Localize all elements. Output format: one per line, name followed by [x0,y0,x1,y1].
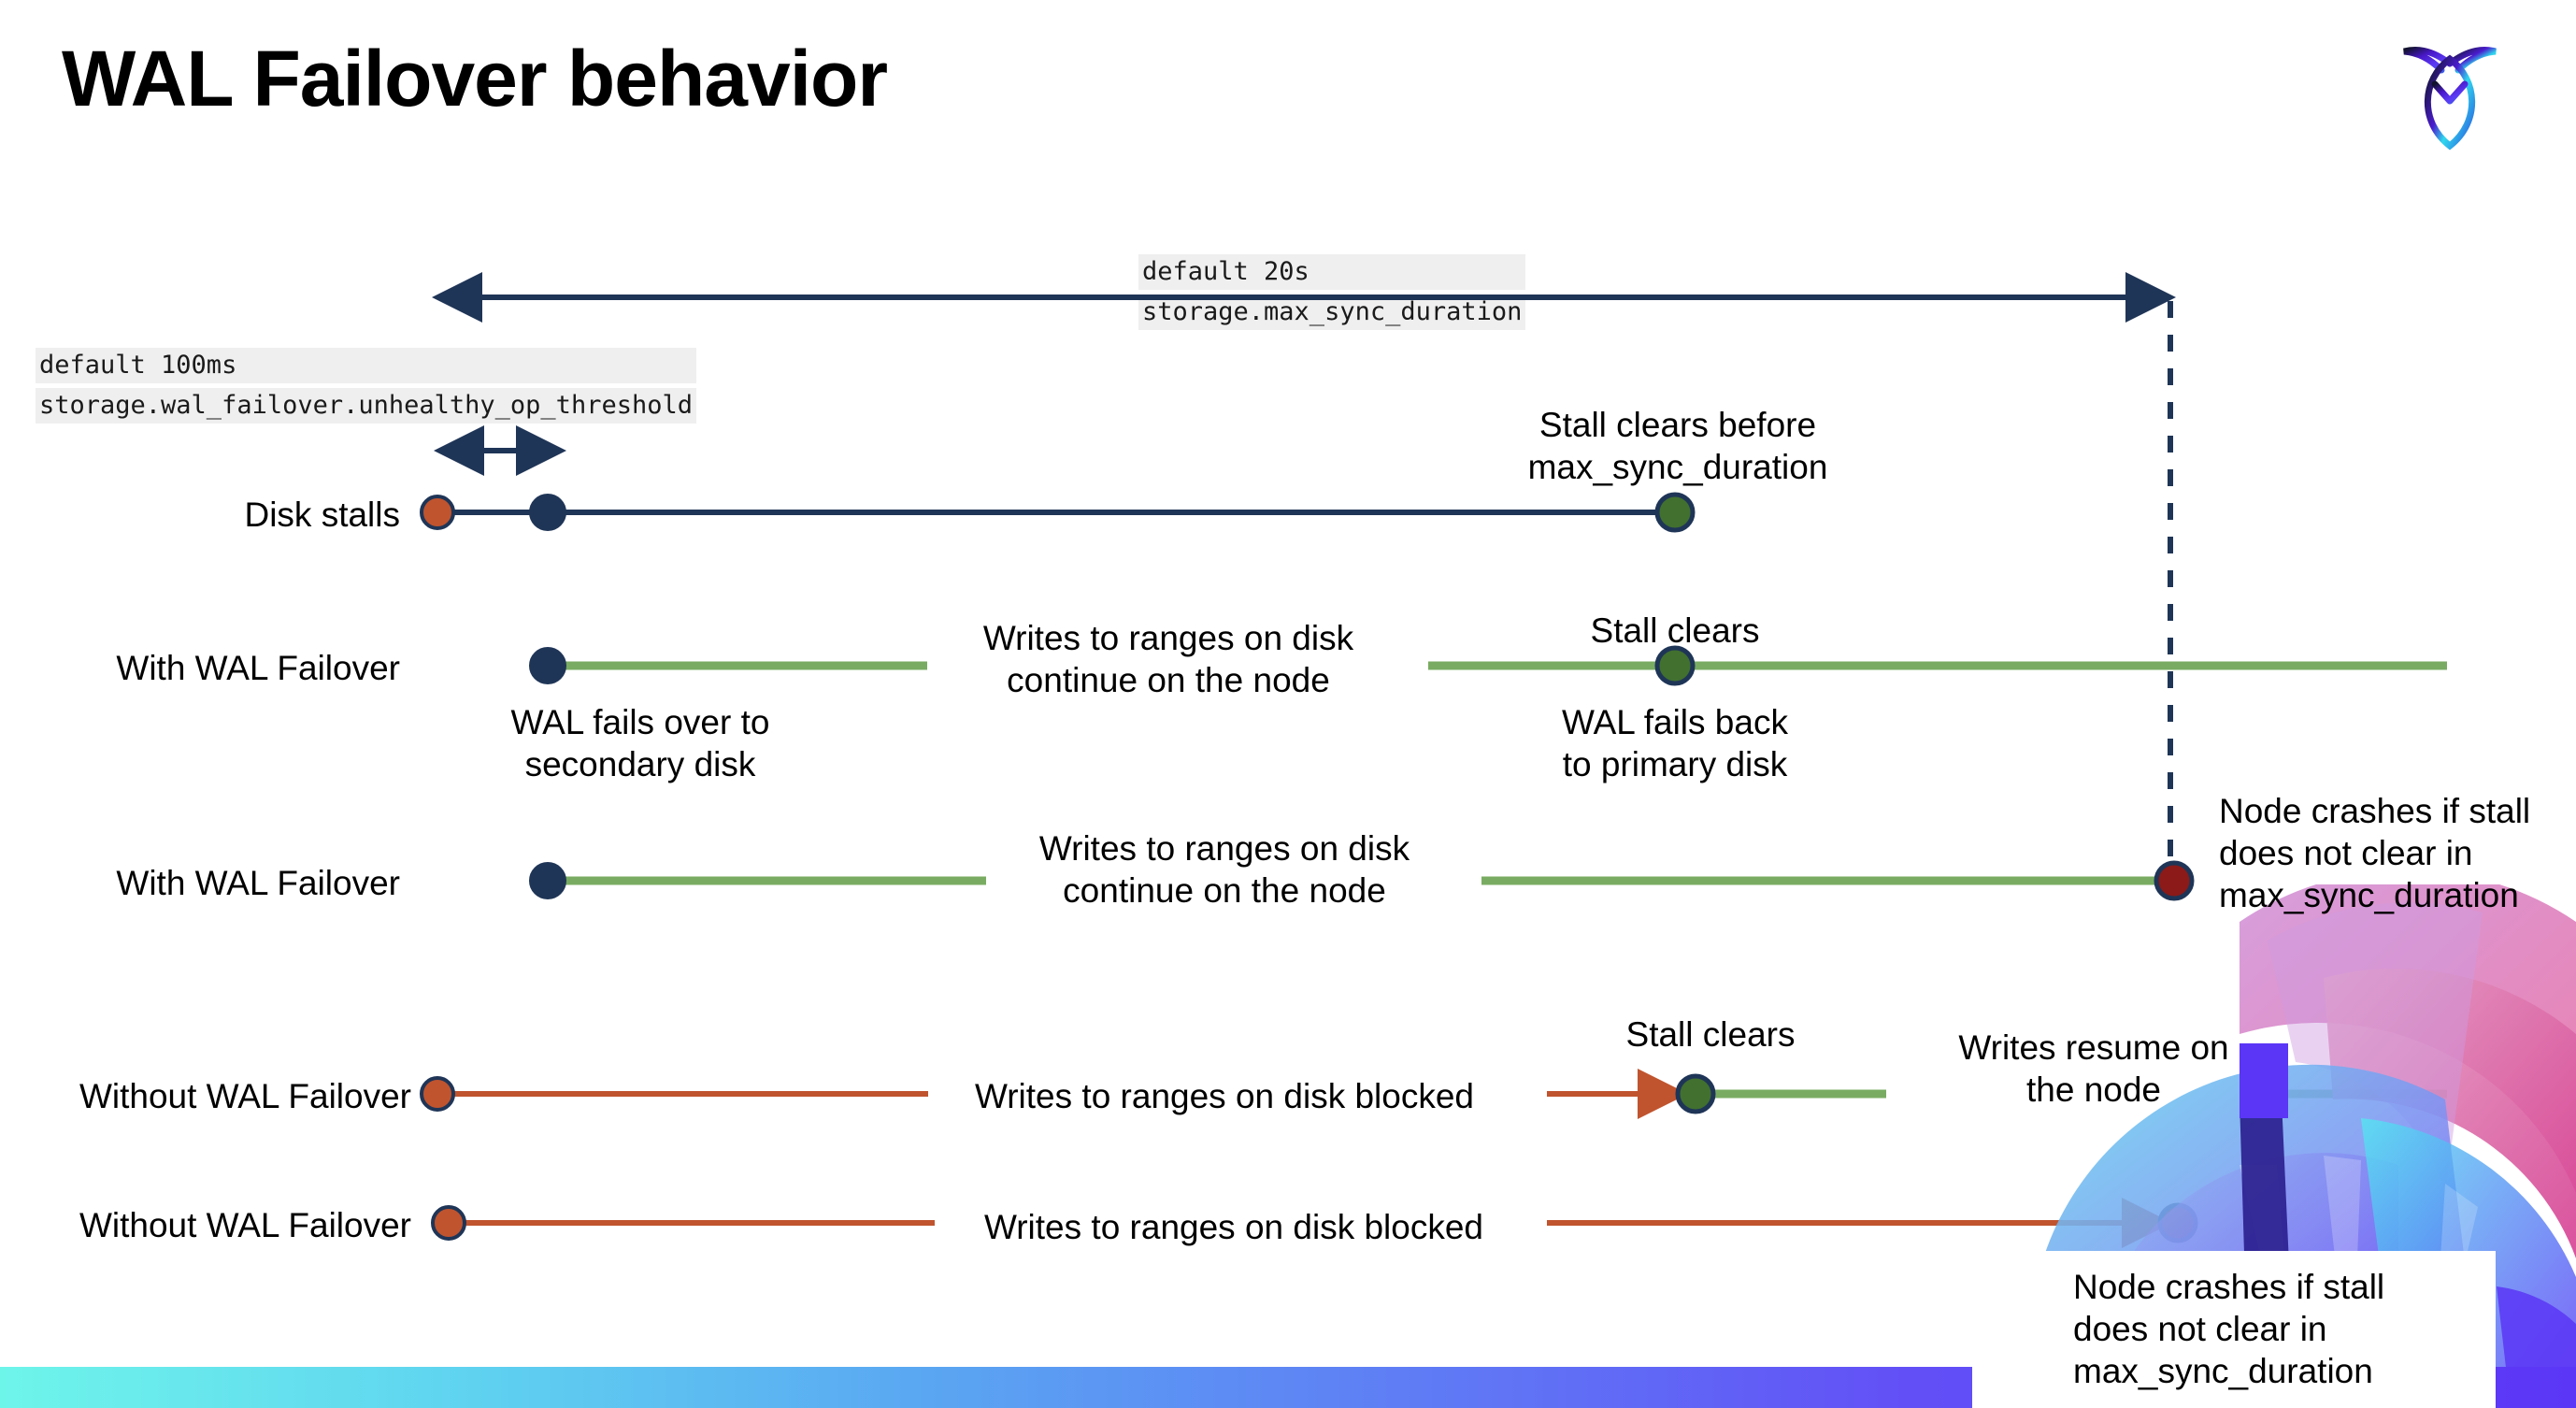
writes-resume-line-2: the node [2025,1070,2162,1110]
node-crash-line-3: max_sync_duration [2219,876,2519,915]
cockroachdb-logo-icon [2389,28,2511,159]
row-label-with-wal-failover-2: With WAL Failover [116,864,400,902]
node-crash-callout-text: Node crashes if stall does not clear in … [2073,1266,2384,1392]
node-crash2-line-2: does not clear in [2073,1310,2327,1349]
note-writes-resume: Writes resume on the node [1897,1027,2290,1111]
node-crash-line-2: does not clear in [2219,834,2473,873]
node-crash-callout-box: Node crashes if stall does not clear in … [1972,1251,2496,1408]
note-wal-fails-back: WAL fails back to primary disk [1488,701,1862,785]
without-wal-stall-start-marker-2 [431,1205,466,1241]
writes-continue2-line-1: Writes to ranges on disk [1038,829,1410,868]
node-crash2-line-1: Node crashes if stall [2073,1268,2385,1306]
row-label-with-wal-failover-1: With WAL Failover [116,649,400,687]
unhealthy-op-setting-label: storage.wal_failover.unhealthy_op_thresh… [36,388,696,424]
wal-fails-back-line-1: WAL fails back [1562,703,1788,741]
writes-resume-line-1: Writes resume on [1958,1028,2229,1067]
note-node-crashes-1: Node crashes if stall does not clear in … [2219,790,2576,916]
node-crash-marker [2154,860,2195,901]
node-crash2-line-3: max_sync_duration [2073,1352,2373,1391]
writes-continue-line-1: Writes to ranges on disk [982,619,1354,657]
note-writes-continue-2: Writes to ranges on disk continue on the… [991,827,1458,912]
unhealthy-op-default-label: default 100ms [36,348,696,383]
wal-fails-over-line-1: WAL fails over to [510,703,770,741]
note-wal-fails-over: WAL fails over to secondary disk [430,701,851,785]
wal-fails-over-line-2: secondary disk [524,745,756,784]
without-wal-stall-clears-marker [1675,1073,1716,1114]
wal-failover-trigger-marker [529,494,566,531]
note-stall-clears-1: Stall clears [1590,611,1760,650]
stall-clears-before-line-2: max_sync_duration [1527,448,1828,487]
wal-failover-start-marker [529,647,566,684]
without-wal-stall-start-marker [420,1076,455,1112]
writes-continue2-line-2: continue on the node [1063,871,1386,911]
note-writes-blocked-1: Writes to ranges on disk blocked [974,1077,1475,1115]
stall-clears-before-line-1: Stall clears before [1538,406,1817,444]
row-label-without-wal-failover-1: Without WAL Failover [79,1077,411,1115]
note-writes-blocked-2: Writes to ranges on disk blocked [983,1208,1484,1246]
row-label-disk-stalls: Disk stalls [244,496,400,534]
disk-stall-clears-marker [1654,492,1696,533]
note-writes-continue-1: Writes to ranges on disk continue on the… [935,617,1402,701]
wal-failback-marker [1654,645,1696,686]
note-stall-clears-before: Stall clears before max_sync_duration [1467,404,1888,488]
page-title: WAL Failover behavior [62,35,888,122]
wal-fails-back-line-2: to primary disk [1562,745,1788,784]
wal-failover-start-marker-2 [529,862,566,899]
note-stall-clears-2: Stall clears [1625,1015,1796,1054]
writes-continue-line-2: continue on the node [1007,661,1330,700]
disk-stall-start-marker [420,495,455,530]
node-crash-line-1: Node crashes if stall [2219,792,2531,830]
row-label-without-wal-failover-2: Without WAL Failover [79,1206,411,1244]
unhealthy-op-threshold-annotation: default 100ms storage.wal_failover.unhea… [36,348,696,428]
